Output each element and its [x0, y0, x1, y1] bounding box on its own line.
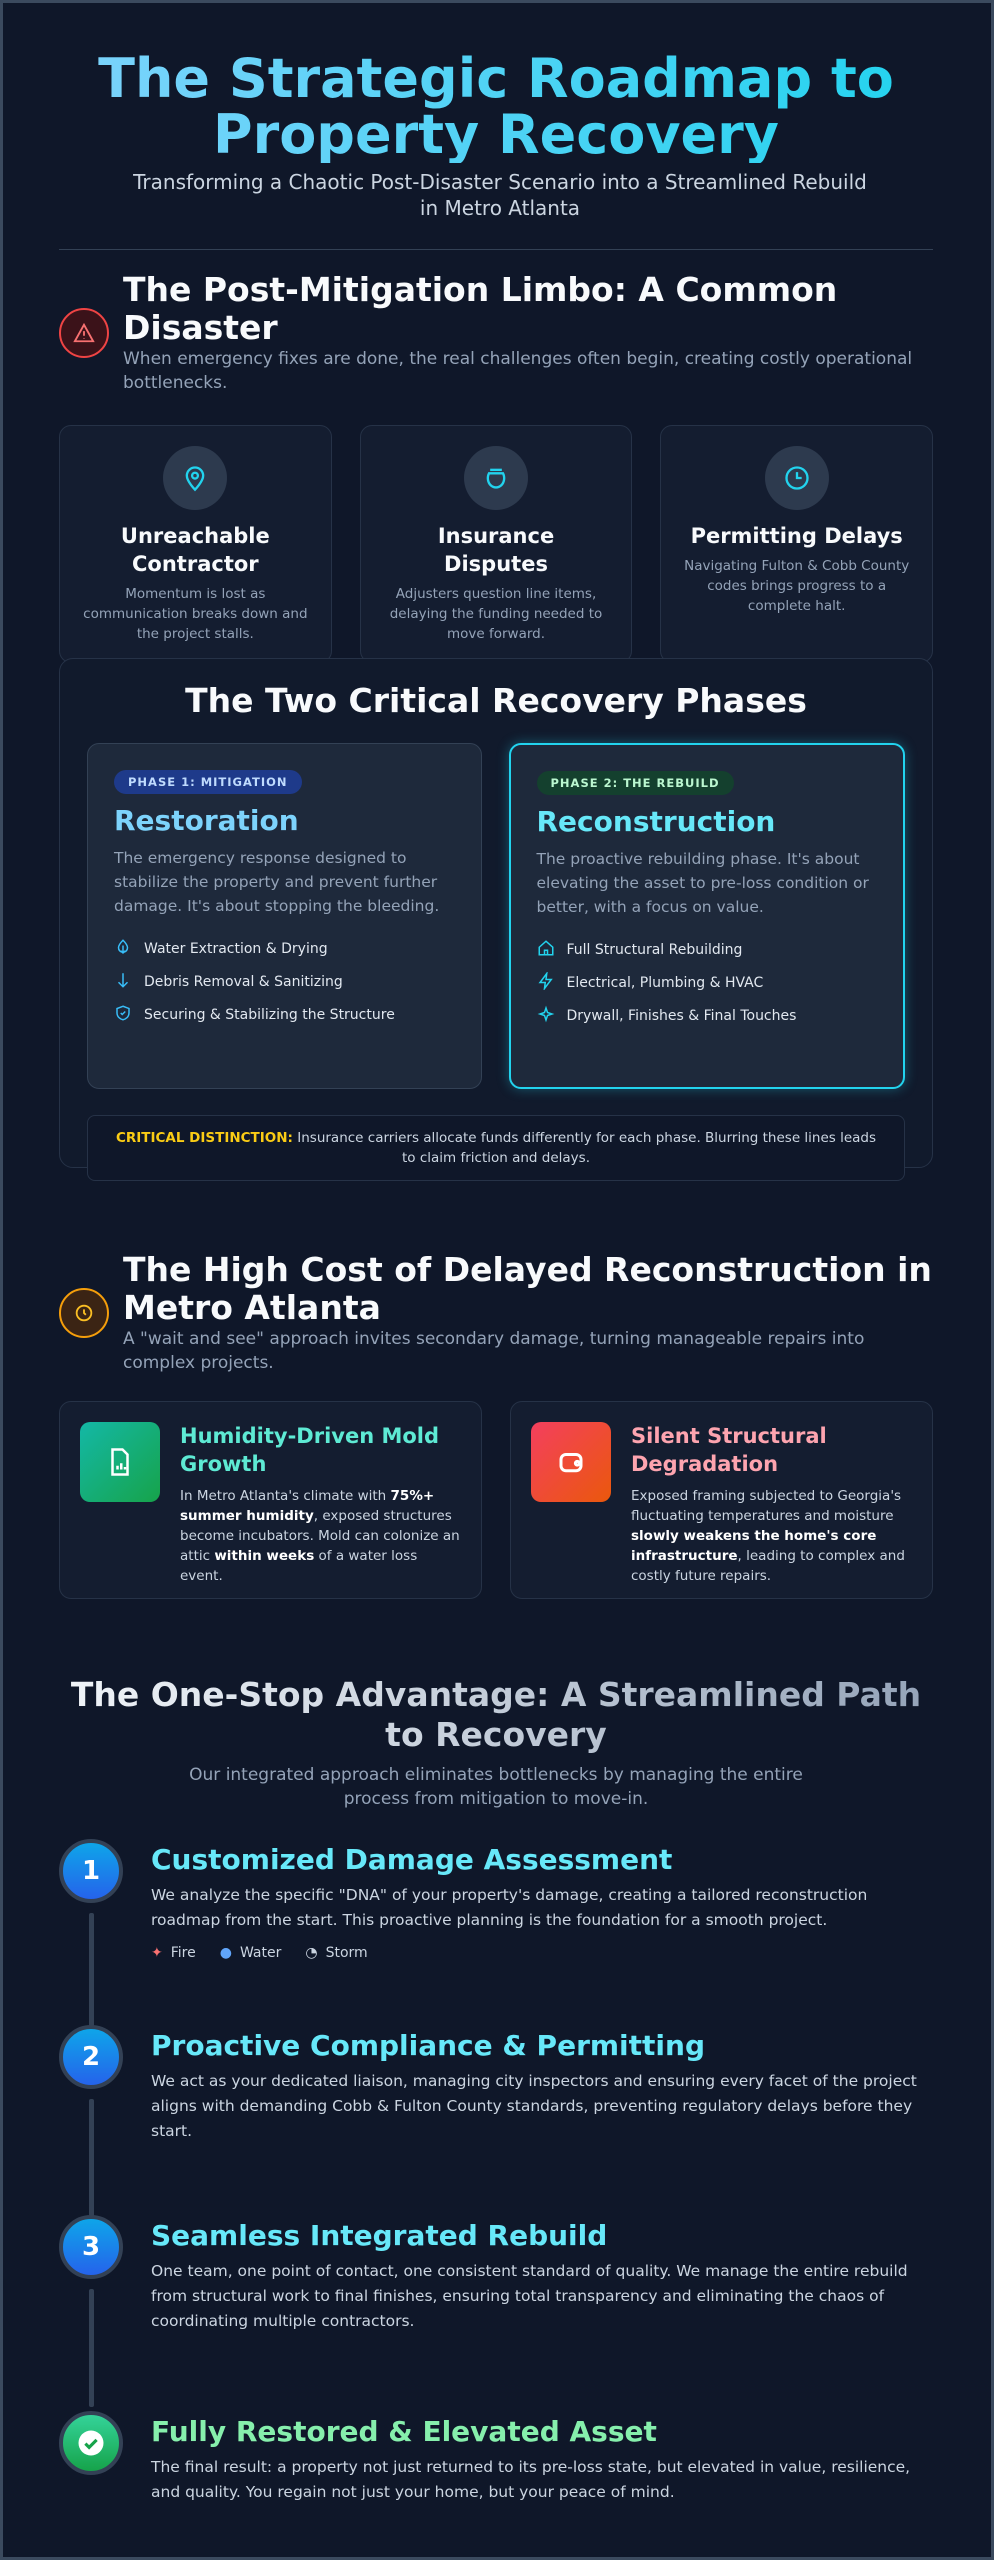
step-title: Fully Restored & Elevated Asset: [151, 2415, 657, 2448]
cost-title: The High Cost of Delayed Reconstruction …: [123, 1250, 932, 1327]
phase1-badge: PHASE 1: MITIGATION: [114, 770, 302, 794]
problem-card: Insurance Disputes Adjusters question li…: [359, 425, 633, 663]
phase2-title: Reconstruction: [536, 805, 776, 838]
step-title: Proactive Compliance & Permitting: [151, 2029, 705, 2062]
step-text: We act as your dedicated liaison, managi…: [151, 2072, 917, 2140]
phase1-text: The emergency response designed to stabi…: [114, 849, 440, 915]
fire-icon: ✦: [151, 1945, 163, 1961]
step-title: Customized Damage Assessment: [151, 1843, 673, 1876]
step-text: One team, one point of contact, one cons…: [151, 2262, 908, 2330]
card-text: Momentum is lost as communication breaks…: [83, 586, 308, 642]
phase2-badge: PHASE 2: THE REBUILD: [536, 771, 734, 795]
phases-title: The Two Critical Recovery Phases: [185, 681, 807, 720]
tag-water: ●Water: [219, 1945, 282, 1961]
step-number: 3: [59, 2215, 123, 2279]
advantage-subtitle: Our integrated approach eliminates bottl…: [189, 1765, 803, 1809]
card-title: Insurance Disputes: [437, 524, 555, 576]
critical-distinction-note: CRITICAL DISTINCTION: Insurance carriers…: [87, 1115, 905, 1181]
phase2-text: The proactive rebuilding phase. It's abo…: [536, 850, 869, 916]
phase2-item: Full Structural Rebuilding: [537, 933, 878, 966]
lightning-icon: [537, 970, 555, 994]
phase1-item: Water Extraction & Drying: [114, 932, 455, 965]
problem-card: Permitting Delays Navigating Fulton & Co…: [660, 425, 934, 663]
limbo-header: The Post-Mitigation Limbo: A Common Disa…: [59, 271, 933, 395]
timeline-connector: [89, 2289, 94, 2407]
limbo-title: The Post-Mitigation Limbo: A Common Disa…: [123, 270, 838, 347]
card-text: Adjusters question line items, delaying …: [389, 586, 603, 642]
tag-storm: ◔Storm: [305, 1945, 368, 1961]
step-title: Seamless Integrated Rebuild: [151, 2219, 608, 2252]
check-icon: [59, 2411, 123, 2475]
water-drop-icon: [114, 938, 132, 960]
advantage-section: The One-Stop Advantage: A Streamlined Pa…: [59, 1675, 933, 1811]
timeline-connector: [89, 2099, 94, 2217]
phase1-item: Debris Removal & Sanitizing: [114, 965, 455, 998]
phase1-title: Restoration: [114, 804, 299, 837]
phase1-card: PHASE 1: MITIGATION Restoration The emer…: [87, 743, 482, 1089]
clock-icon: [59, 1288, 109, 1338]
document-chart-icon: [80, 1422, 160, 1502]
card-title: Permitting Delays: [690, 524, 903, 548]
timeline-connector: [89, 1913, 94, 2031]
map-pin-icon: [163, 446, 228, 510]
structural-card: Silent Structural Degradation Exposed fr…: [510, 1401, 933, 1599]
divider: [59, 249, 933, 250]
cost-subtitle: A "wait and see" approach invites second…: [123, 1329, 865, 1373]
mold-text: In Metro Atlanta's climate with 75%+ sum…: [180, 1488, 460, 1584]
card-text: Navigating Fulton & Cobb County codes br…: [684, 558, 910, 614]
problem-card: Unreachable Contractor Momentum is lost …: [59, 425, 332, 663]
mold-title: Humidity-Driven Mold Growth: [180, 1424, 440, 1476]
water-drop-icon: ●: [219, 1945, 232, 1961]
money-bag-icon: [464, 446, 528, 510]
phase2-card: PHASE 2: THE REBUILD Reconstruction The …: [508, 743, 905, 1089]
phase1-item: Securing & Stabilizing the Structure: [114, 998, 455, 1031]
page-subtitle: Transforming a Chaotic Post-Disaster Sce…: [133, 170, 867, 220]
step-number: 1: [59, 1839, 123, 1903]
clock-icon: [764, 446, 829, 510]
step-text: The final result: a property not just re…: [151, 2458, 911, 2501]
arrow-down-icon: [114, 971, 132, 993]
page-title: The Strategic Roadmap to Property Recove…: [59, 51, 933, 163]
shield-check-icon: [114, 1004, 132, 1026]
step-text: We analyze the specific "DNA" of your pr…: [151, 1886, 868, 1929]
structural-title: Silent Structural Degradation: [631, 1424, 827, 1476]
damage-type-tags: ✦Fire ●Water ◔Storm: [151, 1945, 941, 1961]
limbo-subtitle: When emergency fixes are done, the real …: [123, 349, 913, 393]
storm-icon: ◔: [305, 1945, 318, 1961]
mold-card: Humidity-Driven Mold Growth In Metro Atl…: [59, 1401, 482, 1599]
wallet-icon: [531, 1422, 611, 1502]
problem-cards: Unreachable Contractor Momentum is lost …: [59, 425, 934, 663]
tag-fire: ✦Fire: [151, 1945, 196, 1961]
phase2-item: Drywall, Finishes & Final Touches: [537, 999, 878, 1032]
limbo-section: The Post-Mitigation Limbo: A Common Disa…: [59, 271, 934, 663]
advantage-title: The One-Stop Advantage: A Streamlined Pa…: [59, 1675, 933, 1755]
card-title: Unreachable Contractor: [120, 524, 270, 576]
home-icon: [537, 939, 555, 961]
warning-icon: [59, 308, 109, 358]
step-number: 2: [59, 2025, 123, 2089]
phases-section: The Two Critical Recovery Phases PHASE 1…: [59, 658, 933, 1181]
cost-section: The High Cost of Delayed Reconstruction …: [59, 1251, 933, 1599]
structural-text: Exposed framing subjected to Georgia's f…: [631, 1488, 905, 1584]
phase2-item: Electrical, Plumbing & HVAC: [537, 966, 878, 999]
sparkles-icon: [537, 1005, 555, 1027]
